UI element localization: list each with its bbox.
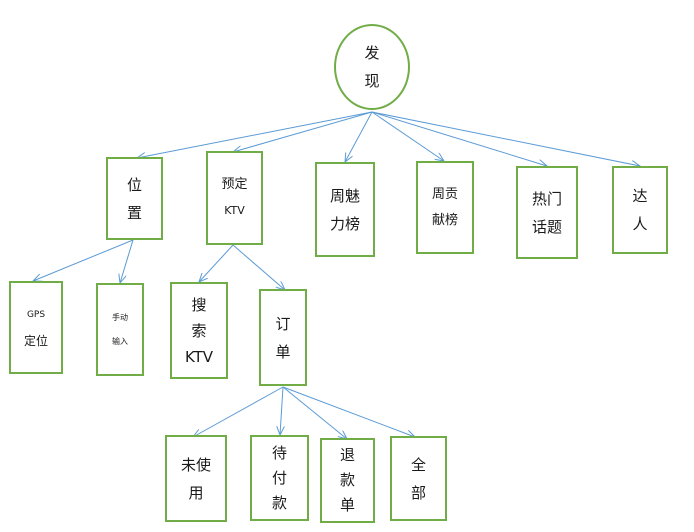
node-hot-topics: 热门 话题 xyxy=(516,166,578,259)
node-pending-line-1: 待 xyxy=(271,443,287,462)
node-book-ktv-line-1: 预定 xyxy=(221,177,248,192)
node-weekly-contribution: 周贡 献榜 xyxy=(416,161,474,254)
root-node-discover: 发 现 xyxy=(334,24,410,110)
edge-orders-all xyxy=(282,386,415,437)
edge-root-location xyxy=(137,111,373,158)
node-pending-payment: 待 付 款 xyxy=(250,435,309,521)
node-refund-line-3: 单 xyxy=(339,496,355,514)
node-orders-line-2: 单 xyxy=(275,342,291,361)
node-pending-line-2: 付 xyxy=(271,468,287,487)
node-orders-line-1: 订 xyxy=(275,314,291,333)
edge-orders-refund xyxy=(282,386,347,439)
node-book-ktv: 预定 KTV xyxy=(206,151,263,245)
node-orders: 订 单 xyxy=(259,289,307,386)
node-weekly-charm-line-1: 周魅 xyxy=(329,186,360,205)
root-line-2: 现 xyxy=(364,72,380,90)
node-weekly-charm: 周魅 力榜 xyxy=(315,162,375,257)
node-location-line-1: 位 xyxy=(126,175,142,194)
edge-orders-pending xyxy=(280,386,283,435)
node-location-line-2: 置 xyxy=(126,203,142,222)
edge-location-manual xyxy=(120,239,134,283)
node-weekly-contribution-line-1: 周贡 xyxy=(431,186,458,202)
node-refund-line-2: 款 xyxy=(339,471,355,489)
node-book-ktv-line-2: KTV xyxy=(224,204,245,217)
node-unused: 未使 用 xyxy=(165,435,227,522)
node-search-line-3: KTV xyxy=(184,347,214,366)
node-hot-topics-line-2: 话题 xyxy=(531,217,562,236)
node-experts-line-1: 达 xyxy=(632,187,648,205)
node-all: 全 部 xyxy=(390,436,447,521)
edge-root-weekly-contribution xyxy=(371,111,444,161)
node-manual-line-1: 手动 xyxy=(112,312,128,322)
node-gps-line-2: 定位 xyxy=(23,333,48,348)
node-all-line-1: 全 xyxy=(410,455,426,474)
edge-location-gps xyxy=(33,239,134,281)
node-weekly-contribution-line-2: 献榜 xyxy=(431,212,458,228)
edge-ktv-orders xyxy=(232,244,285,290)
node-refund-orders: 退 款 单 xyxy=(320,438,375,523)
node-weekly-charm-line-2: 力榜 xyxy=(329,214,360,233)
node-refund-line-1: 退 xyxy=(339,446,355,464)
node-gps-location: GPS 定位 xyxy=(9,281,63,374)
node-search-line-1: 搜 xyxy=(191,295,207,314)
edge-orders-unused xyxy=(193,386,284,437)
edge-root-hot-topics xyxy=(371,111,547,166)
node-gps-line-1: GPS xyxy=(26,309,46,320)
node-location: 位 置 xyxy=(106,157,163,240)
node-manual-input: 手动 输入 xyxy=(96,283,144,376)
node-hot-topics-line-1: 热门 xyxy=(531,189,562,208)
node-pending-line-3: 款 xyxy=(271,493,287,512)
node-all-line-2: 部 xyxy=(410,483,426,502)
edge-root-weekly-charm xyxy=(345,111,373,162)
node-unused-line-2: 用 xyxy=(188,483,204,502)
node-unused-line-1: 未使 xyxy=(180,455,211,474)
edge-root-book-ktv xyxy=(233,111,373,152)
edge-ktv-search xyxy=(199,244,234,282)
node-experts: 达 人 xyxy=(612,166,668,254)
edge-root-experts xyxy=(371,111,640,166)
node-manual-line-2: 输入 xyxy=(112,336,128,346)
root-line-1: 发 xyxy=(364,44,380,62)
node-search-line-2: 索 xyxy=(191,321,207,340)
node-search-ktv: 搜 索 KTV xyxy=(170,282,228,379)
node-experts-line-2: 人 xyxy=(632,215,648,233)
